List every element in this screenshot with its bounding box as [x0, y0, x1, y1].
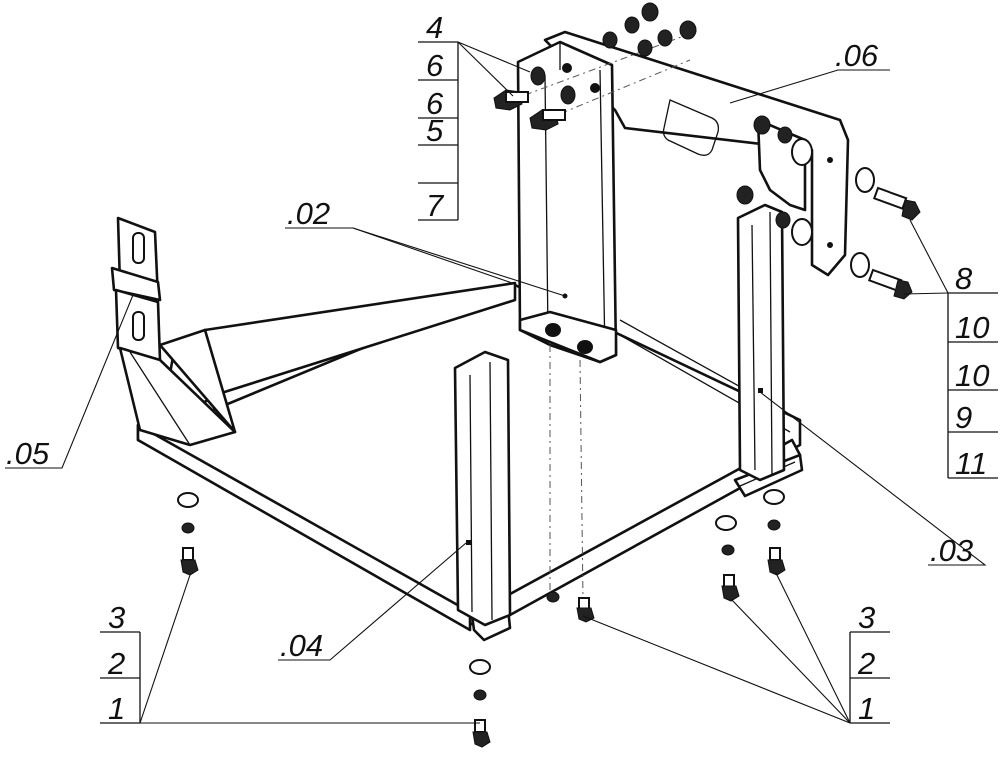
part-labels: .02 .03 .04 .05 .06 — [6, 38, 973, 663]
stack-r-item: 10 — [955, 310, 989, 345]
stack-bottom-left: 3 2 1 — [107, 600, 125, 726]
stack-r-item: 9 — [955, 400, 972, 435]
label-05: .05 — [6, 436, 50, 471]
stack-tl-item: 6 — [426, 86, 444, 121]
bottom-fasteners — [177, 345, 786, 748]
stack-tl-item: 4 — [426, 10, 443, 45]
stack-tl-item: 5 — [426, 113, 444, 148]
plate-06 — [543, 30, 850, 277]
stack-tl-item: 7 — [426, 188, 445, 223]
leader-lines — [5, 41, 987, 724]
top-fasteners — [493, 2, 921, 300]
stack-r-item: 8 — [955, 261, 973, 296]
post-04 — [453, 350, 512, 627]
stack-top-left: 4 6 6 5 7 — [426, 10, 445, 223]
label-02: .02 — [287, 196, 330, 231]
stack-bl-item: 1 — [108, 691, 125, 726]
post-03 — [736, 203, 786, 482]
bracket-05 — [110, 216, 237, 447]
stack-tl-item: 6 — [426, 48, 444, 83]
label-03: .03 — [930, 533, 973, 568]
stack-bl-item: 3 — [108, 600, 125, 635]
stack-br-item: 1 — [858, 691, 875, 726]
stack-bottom-right: 3 2 1 — [857, 600, 875, 726]
stack-bl-item: 2 — [107, 646, 125, 681]
stack-right: 8 10 10 9 11 — [955, 261, 989, 481]
stack-br-item: 3 — [858, 600, 875, 635]
label-06: .06 — [835, 38, 879, 73]
stack-tables — [100, 41, 998, 724]
stack-r-item: 10 — [955, 358, 989, 393]
label-04: .04 — [280, 628, 323, 663]
stack-r-item: 11 — [955, 446, 987, 481]
stack-br-item: 2 — [857, 646, 875, 681]
